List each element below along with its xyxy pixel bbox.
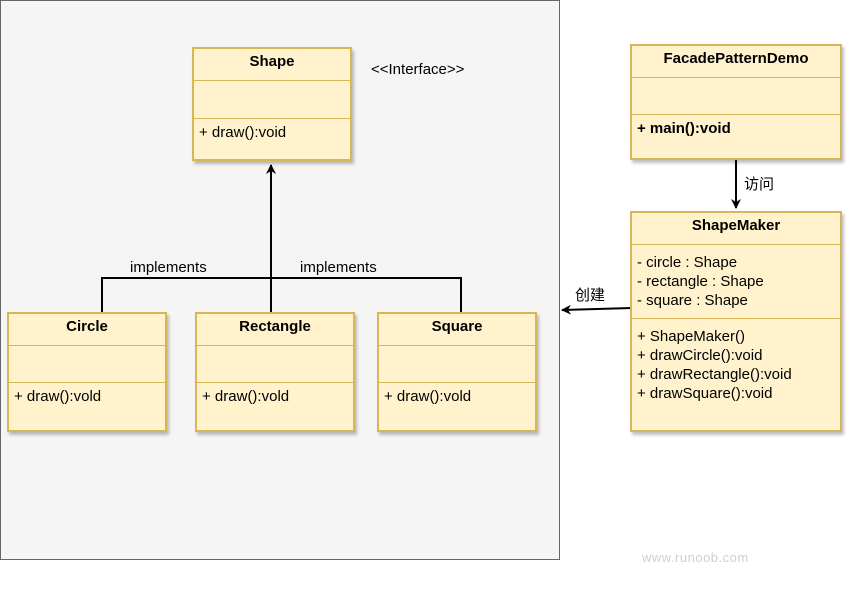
- class-name-rectangle: Rectangle: [197, 314, 353, 346]
- method-line: + drawCircle():void: [637, 347, 763, 364]
- class-attributes-facade-pattern-demo: [632, 78, 840, 115]
- class-name-square: Square: [379, 314, 535, 346]
- implements-label-left: implements: [130, 259, 207, 276]
- class-attributes-shape-maker: - circle : Shape - rectangle : Shape - s…: [632, 245, 840, 319]
- class-circle: Circle + draw():vold: [7, 312, 167, 432]
- method-line: + drawSquare():void: [637, 385, 773, 402]
- class-methods-square: + draw():vold: [379, 383, 535, 410]
- class-name-shape-maker: ShapeMaker: [632, 213, 840, 245]
- class-methods-rectangle: + draw():vold: [197, 383, 353, 410]
- watermark: www.runoob.com: [642, 550, 749, 565]
- method-line: + drawRectangle():void: [637, 366, 792, 383]
- class-methods-facade-pattern-demo: + main():void: [632, 115, 840, 142]
- class-name-circle: Circle: [9, 314, 165, 346]
- attribute-line: - circle : Shape: [637, 254, 738, 271]
- class-name-facade-pattern-demo: FacadePatternDemo: [632, 46, 840, 78]
- implements-line-circle: [101, 277, 271, 313]
- method-line: + ShapeMaker(): [637, 328, 745, 345]
- class-methods-shape-maker: + ShapeMaker() + drawCircle():void + dra…: [632, 319, 840, 407]
- class-rectangle: Rectangle + draw():vold: [195, 312, 355, 432]
- implements-label-right: implements: [300, 259, 377, 276]
- interface-stereotype: <<Interface>>: [371, 61, 465, 78]
- class-shape-maker: ShapeMaker - circle : Shape - rectangle …: [630, 211, 842, 432]
- class-methods-shape: + draw():void: [194, 119, 350, 146]
- method-line: + draw():vold: [14, 388, 102, 405]
- class-facade-pattern-demo: FacadePatternDemo + main():void: [630, 44, 842, 160]
- class-attributes-circle: [9, 346, 165, 383]
- class-shape: Shape + draw():void: [192, 47, 352, 161]
- implements-line-square: [271, 277, 462, 313]
- create-arrow: [561, 304, 633, 315]
- method-line: + draw():vold: [202, 388, 290, 405]
- method-line: + draw():void: [199, 124, 287, 141]
- class-methods-circle: + draw():vold: [9, 383, 165, 410]
- attribute-line: - square : Shape: [637, 292, 748, 309]
- class-attributes-shape: [194, 81, 350, 119]
- create-label: 创建: [575, 287, 606, 304]
- class-name-shape: Shape: [194, 49, 350, 81]
- class-square: Square + draw():vold: [377, 312, 537, 432]
- attribute-line: - rectangle : Shape: [637, 273, 764, 290]
- access-label: 访问: [744, 176, 775, 193]
- method-line: + draw():vold: [384, 388, 472, 405]
- class-attributes-square: [379, 346, 535, 383]
- method-line: + main():void: [637, 120, 731, 137]
- class-attributes-rectangle: [197, 346, 353, 383]
